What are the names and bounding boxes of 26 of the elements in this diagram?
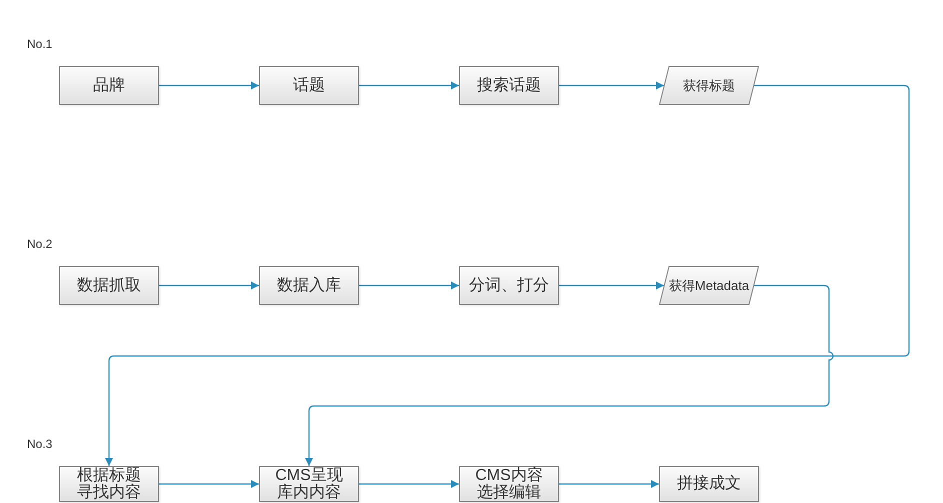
connector-arrow (105, 84, 910, 466)
process-box: 搜索话题 (459, 66, 559, 105)
process-box: 分词、打分 (459, 266, 559, 305)
connector-arrow (159, 82, 259, 90)
connector-arrow (159, 480, 259, 488)
process-box: 话题 (259, 66, 359, 105)
connector-arrow (359, 480, 459, 488)
connector-arrow (559, 282, 664, 290)
connector-arrow (159, 282, 259, 290)
connector-arrow (559, 82, 664, 90)
connector-arrow (359, 82, 459, 90)
row-label: No.1 (27, 37, 52, 51)
process-box: CMS内容选择编辑 (459, 466, 559, 502)
process-box: 数据抓取 (59, 266, 159, 305)
row-label: No.2 (27, 237, 52, 251)
connector-arrow (305, 284, 834, 466)
row-label: No.3 (27, 437, 52, 451)
process-box: 数据入库 (259, 266, 359, 305)
process-box: 拼接成文 (659, 466, 759, 502)
process-box: 根据标题寻找内容 (59, 466, 159, 502)
connector-arrow (359, 282, 459, 290)
process-box: CMS呈现库内内容 (259, 466, 359, 502)
connector-arrow (559, 480, 659, 488)
process-box: 品牌 (59, 66, 159, 105)
parallelogram: 获得标题 (659, 66, 759, 105)
parallelogram: 获得Metadata (659, 266, 759, 305)
